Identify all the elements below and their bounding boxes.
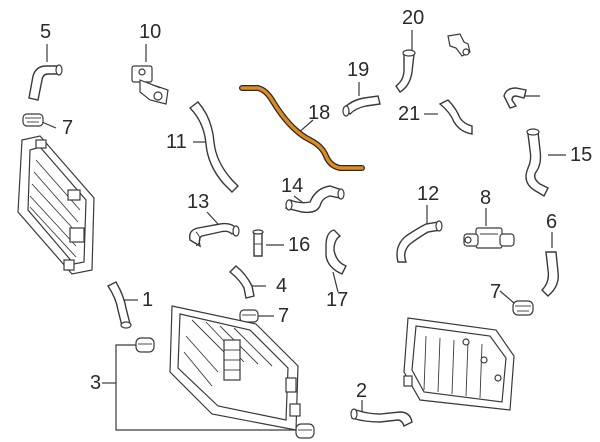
hose-6 xyxy=(541,251,559,297)
radiator-right xyxy=(403,317,515,411)
cap-7-left xyxy=(22,113,44,127)
radiator-center xyxy=(169,305,301,431)
callout-7-right: 7 xyxy=(490,281,502,303)
valve-9 xyxy=(463,227,515,249)
callout-12: 13 xyxy=(187,191,210,213)
callout-8: 10 xyxy=(139,21,162,43)
callout-7-left: 7 xyxy=(62,117,74,139)
pipe-17-highlighted xyxy=(239,85,365,171)
callout-9: 8 xyxy=(480,187,492,209)
hose-12 xyxy=(188,222,240,248)
callout-16: 17 xyxy=(326,289,349,311)
fitting-19-top xyxy=(447,33,471,57)
cap-3-top xyxy=(135,337,155,353)
callout-15: 16 xyxy=(288,234,311,256)
hose-18 xyxy=(342,95,381,117)
callout-2: 2 xyxy=(356,380,368,402)
hose-10 xyxy=(188,101,239,193)
radiator-left xyxy=(17,135,95,275)
callout-13: 14 xyxy=(281,175,304,197)
callout-6: 6 xyxy=(546,211,558,233)
cap-3-bottom xyxy=(295,423,315,439)
part-8 xyxy=(131,65,169,105)
hose-16 xyxy=(325,229,347,275)
callout-5: 5 xyxy=(40,21,52,43)
callout-17: 18 xyxy=(308,102,331,124)
cap-7-middle xyxy=(239,309,259,323)
hose-1 xyxy=(106,281,132,329)
hose-21 xyxy=(503,87,527,109)
cap-7-right xyxy=(512,300,534,316)
callout-7-middle: 7 xyxy=(278,305,290,327)
callout-19: 20 xyxy=(402,7,425,29)
hose-13 xyxy=(284,185,345,214)
hose-19 xyxy=(395,49,416,93)
hose-11 xyxy=(396,220,443,263)
callout-11: 12 xyxy=(417,183,440,205)
callout-18: 19 xyxy=(347,59,370,81)
callout-10: 11 xyxy=(166,131,187,153)
hose-5 xyxy=(28,64,63,101)
callout-20: 21 xyxy=(398,103,421,125)
callout-4: 4 xyxy=(276,275,288,297)
hose-14 xyxy=(525,128,549,197)
pipe-15 xyxy=(252,229,264,257)
callout-1: 1 xyxy=(142,289,154,311)
hose-2 xyxy=(350,408,413,427)
callout-14: 15 xyxy=(570,144,593,166)
hose-20 xyxy=(438,99,473,135)
hose-4 xyxy=(228,265,255,299)
callout-3: 3 xyxy=(90,372,102,394)
